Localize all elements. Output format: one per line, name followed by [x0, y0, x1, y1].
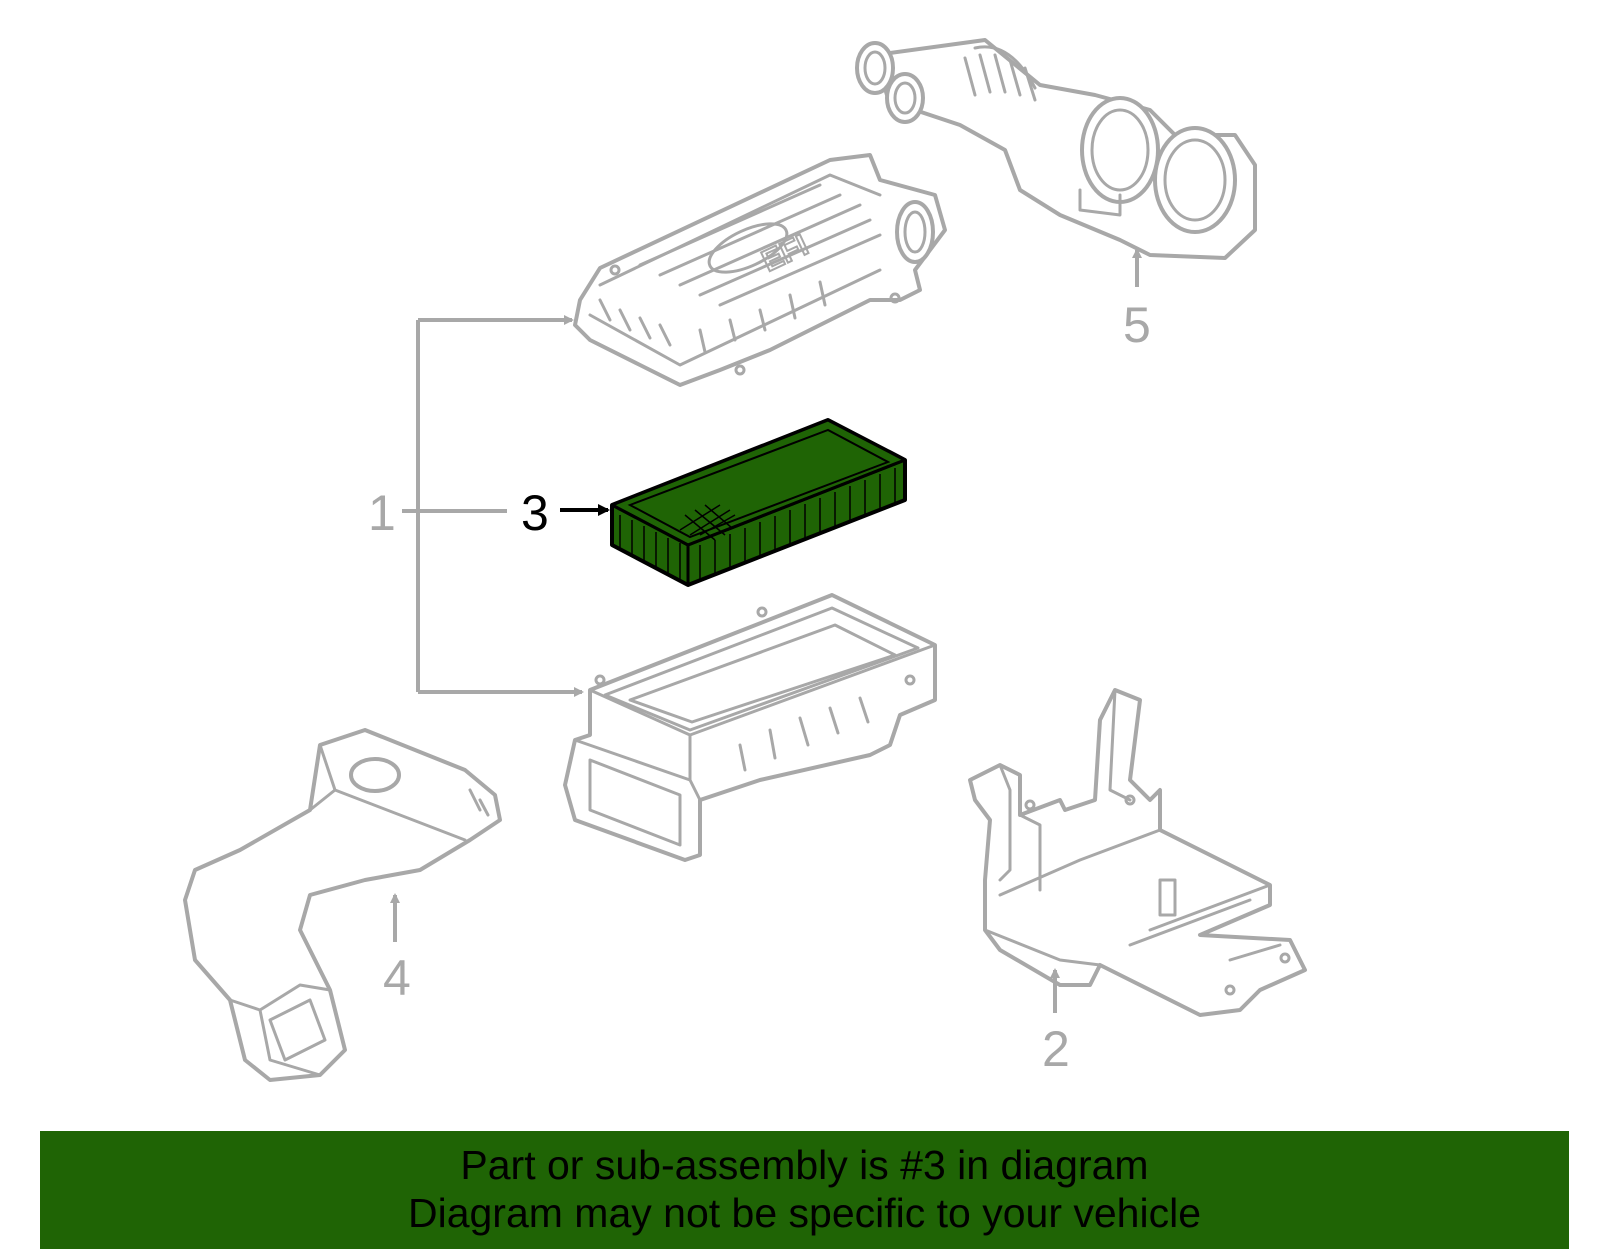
callout-4: 4 — [383, 950, 411, 1006]
callout-1: 1 — [368, 485, 396, 541]
callout-5: 5 — [1123, 297, 1151, 353]
banner-line-1: Part or sub-assembly is #3 in diagram — [460, 1142, 1149, 1188]
bracket-part-2[interactable] — [968, 688, 1307, 1017]
air-filter-element-part-3[interactable] — [610, 418, 907, 587]
callout-3: 3 — [521, 485, 549, 541]
air-cleaner-cover[interactable]: EFI — [573, 153, 947, 387]
info-banner: Part or sub-assembly is #3 in diagram Di… — [40, 1131, 1569, 1249]
banner-line-2: Diagram may not be specific to your vehi… — [407, 1190, 1201, 1236]
intake-tube-part-5[interactable] — [855, 38, 1257, 260]
air-duct-part-4[interactable] — [183, 728, 502, 1082]
callout-leaders — [390, 248, 1142, 1013]
air-cleaner-lower-housing[interactable] — [563, 593, 937, 862]
callout-2: 2 — [1042, 1021, 1070, 1077]
